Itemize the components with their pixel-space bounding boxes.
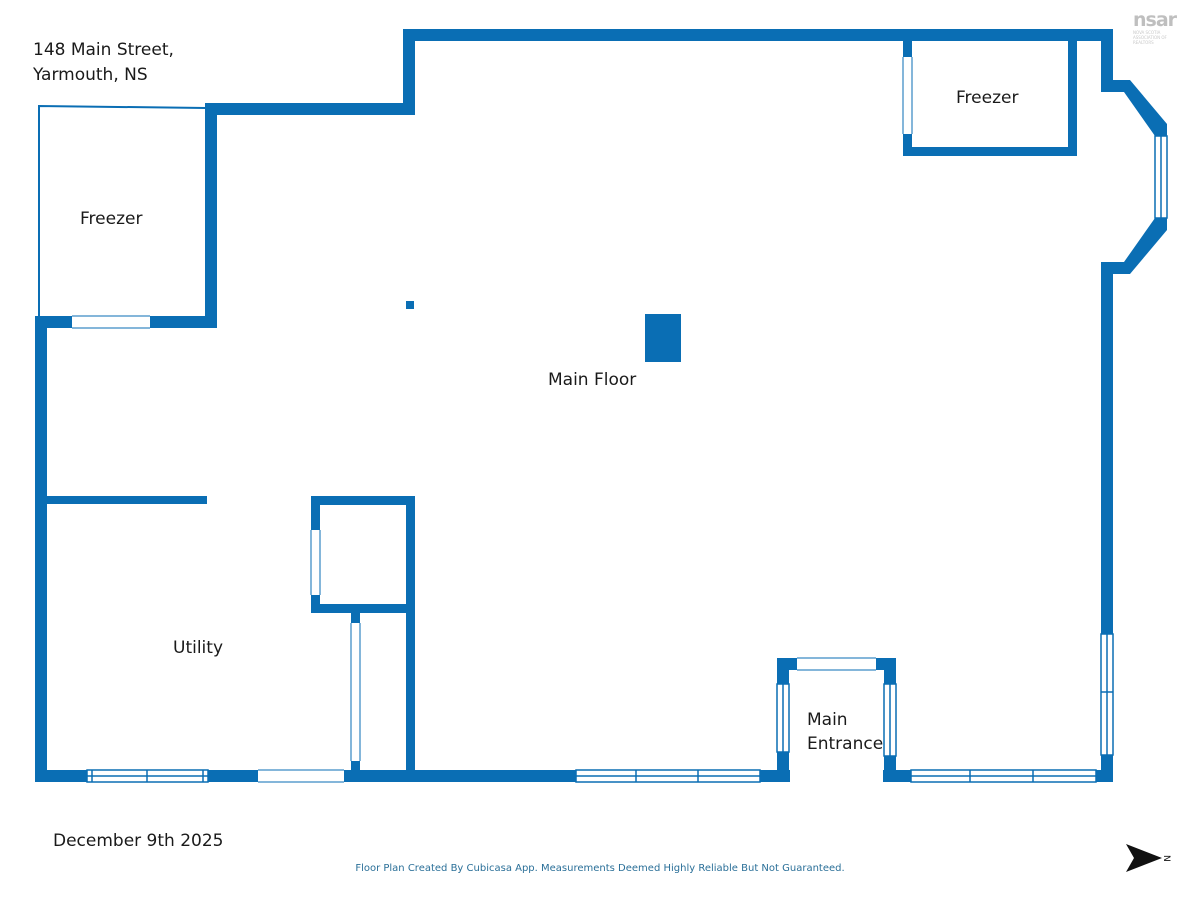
room-label-freezer-right: Freezer bbox=[956, 88, 1019, 108]
wall-entrance-left-top bbox=[777, 658, 789, 684]
wall-step-horizontal bbox=[205, 103, 415, 115]
walls bbox=[35, 29, 1167, 782]
wall-entrance-right-bottom bbox=[884, 756, 896, 782]
wall-entrance-left-bottom bbox=[777, 752, 789, 782]
wall-utility-door-bottom bbox=[351, 761, 360, 773]
room-label-main-floor: Main Floor bbox=[548, 370, 637, 390]
room-label-main-entrance: Main Entrance bbox=[807, 708, 883, 756]
wall-bottom-1 bbox=[35, 770, 87, 782]
logo-subtext: NOVA SCOTIA ASSOCIATION OF REALTORS bbox=[1133, 30, 1167, 45]
windows bbox=[86, 135, 1168, 783]
wall-closet-bottom bbox=[311, 604, 415, 613]
wall-freezer-left-right bbox=[205, 103, 217, 328]
freezer-left-outline bbox=[38, 104, 207, 318]
post bbox=[406, 301, 414, 309]
wall-closet-left-top bbox=[311, 496, 320, 530]
north-arrow-icon: N bbox=[1126, 844, 1171, 872]
wall-freezer-left-bottom-right bbox=[150, 316, 217, 328]
wall-utility-door-top bbox=[351, 613, 360, 623]
wall-bottom-3 bbox=[344, 770, 576, 782]
plan-date: December 9th 2025 bbox=[53, 831, 224, 851]
property-address: 148 Main Street, Yarmouth, NS bbox=[33, 38, 174, 88]
wall-step-vertical bbox=[403, 29, 415, 115]
logo-text: nsar bbox=[1133, 9, 1177, 31]
address-line-1: 148 Main Street, bbox=[33, 40, 174, 60]
wall-bay-bottom bbox=[1101, 218, 1167, 274]
wall-freezer-right-right bbox=[1068, 41, 1077, 156]
door-openings bbox=[72, 57, 913, 783]
wall-left bbox=[35, 316, 47, 782]
wall-freezer-right-left-stub bbox=[903, 41, 912, 57]
room-label-utility: Utility bbox=[173, 638, 224, 658]
disclaimer-footer: Floor Plan Created By Cubicasa App. Meas… bbox=[355, 863, 845, 874]
column bbox=[645, 314, 681, 362]
wall-entrance-right-top bbox=[884, 658, 896, 684]
address-line-2: Yarmouth, NS bbox=[33, 65, 148, 85]
wall-closet-right bbox=[406, 496, 415, 782]
wall-top bbox=[403, 29, 1113, 41]
main-entrance-line-2: Entrance bbox=[807, 734, 884, 754]
wall-freezer-right-bottom bbox=[903, 147, 1077, 156]
wall-freezer-right-left bbox=[903, 134, 912, 156]
wall-closet-top bbox=[311, 496, 415, 505]
wall-bottom-2 bbox=[208, 770, 258, 782]
wall-right-lower bbox=[1101, 262, 1113, 634]
wall-utility-top bbox=[47, 496, 207, 504]
wall-right-top bbox=[1101, 29, 1113, 92]
room-label-freezer-left: Freezer bbox=[80, 209, 143, 229]
main-entrance-line-1: Main bbox=[807, 710, 848, 730]
nsar-logo: nsar NOVA SCOTIA ASSOCIATION OF REALTORS bbox=[1133, 10, 1185, 45]
north-arrow: N bbox=[1122, 842, 1176, 880]
wall-right-bottom bbox=[1101, 755, 1113, 782]
north-label: N bbox=[1161, 855, 1171, 862]
wall-bay-top bbox=[1101, 80, 1167, 136]
